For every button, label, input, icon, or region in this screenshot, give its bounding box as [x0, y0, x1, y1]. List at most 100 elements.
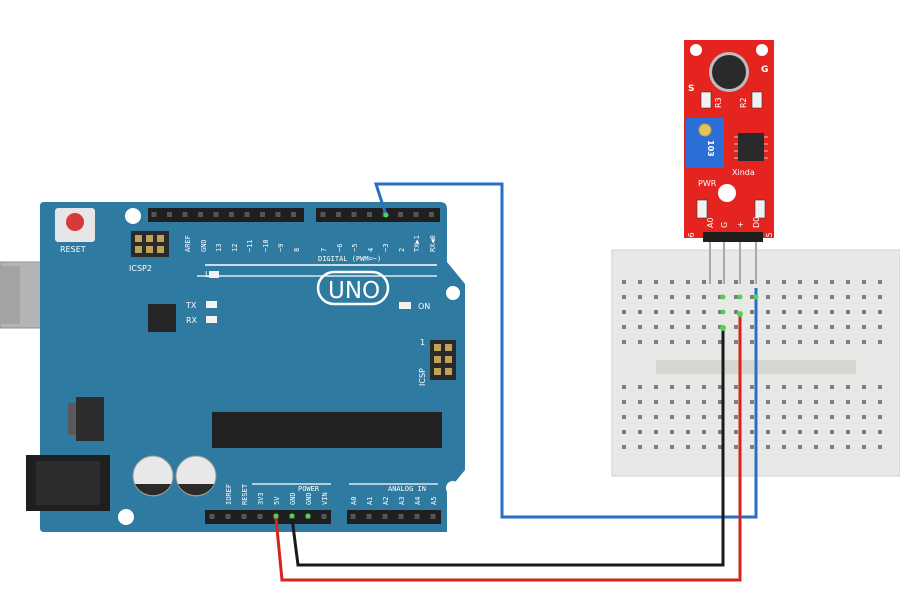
icsp-pin1-label: 1	[420, 338, 425, 347]
header-pin[interactable]	[275, 212, 281, 217]
connection-dot	[737, 294, 743, 300]
analog-header-pin[interactable]	[366, 514, 372, 519]
analog-header-pin[interactable]	[414, 514, 420, 519]
breadboard-hole	[638, 445, 642, 449]
breadboard-hole	[830, 340, 834, 344]
digital-pin-label: 13	[215, 244, 223, 252]
arduino-board-outline	[40, 202, 465, 532]
r3-label: R3	[714, 97, 723, 108]
breadboard-hole	[686, 385, 690, 389]
digital-pin-label: 4	[367, 248, 375, 252]
breadboard-hole	[654, 400, 658, 404]
header-pin[interactable]	[429, 212, 434, 217]
breadboard-hole	[846, 325, 850, 329]
connection-dot	[720, 309, 726, 315]
power-header-pin[interactable]	[257, 514, 263, 519]
breadboard-hole	[798, 325, 802, 329]
breadboard-hole	[734, 340, 738, 344]
breadboard-hole	[654, 430, 658, 434]
analog-header	[347, 510, 441, 524]
breadboard-hole	[702, 445, 706, 449]
breadboard-hole	[798, 430, 802, 434]
breadboard-hole	[878, 340, 882, 344]
header-pin[interactable]	[151, 212, 157, 217]
breadboard-hole	[862, 385, 866, 389]
analog-header-pin[interactable]	[430, 514, 436, 519]
reset-label: RESET	[60, 245, 86, 254]
on-led-label: ON	[418, 302, 430, 311]
breadboard-hole	[670, 400, 674, 404]
header-pin[interactable]	[167, 212, 172, 217]
power-header-pin[interactable]	[225, 514, 231, 519]
power-header-pin[interactable]	[209, 514, 215, 519]
icsp-header	[430, 340, 456, 380]
breadboard-hole	[654, 280, 658, 284]
breadboard-hole	[654, 445, 658, 449]
breadboard-hole	[654, 325, 658, 329]
rx-led	[206, 316, 217, 323]
breadboard-hole	[798, 445, 802, 449]
reset-button[interactable]	[55, 208, 95, 242]
breadboard-hole	[782, 325, 786, 329]
breadboard-hole	[702, 400, 706, 404]
header-pin[interactable]	[351, 212, 357, 217]
header-pin[interactable]	[398, 212, 403, 217]
breadboard-hole	[686, 325, 690, 329]
header-pin[interactable]	[336, 212, 341, 217]
breadboard-hole	[702, 280, 706, 284]
breadboard-hole	[734, 430, 738, 434]
breadboard-hole	[846, 445, 850, 449]
header-pin[interactable]	[198, 212, 203, 217]
breadboard-hole	[654, 340, 658, 344]
power-header	[205, 510, 331, 524]
header-pin[interactable]	[213, 212, 219, 217]
breadboard-hole	[638, 430, 642, 434]
breadboard-hole	[750, 295, 754, 299]
wire-end	[720, 325, 726, 331]
power-header-pin[interactable]	[321, 514, 327, 519]
header-pin[interactable]	[260, 212, 265, 217]
breadboard-hole	[670, 310, 674, 314]
header-pin[interactable]	[229, 212, 234, 217]
wire-blue-d3	[373, 182, 758, 519]
header-pin[interactable]	[413, 212, 419, 217]
breadboard-hole	[654, 310, 658, 314]
r2-label: R2	[739, 97, 748, 108]
digital-pin-label: ~10	[262, 239, 270, 252]
breadboard-hole	[622, 340, 626, 344]
breadboard-hole	[718, 430, 722, 434]
breadboard-hole	[782, 385, 786, 389]
mounting-hole	[718, 184, 736, 202]
breadboard-hole	[718, 340, 722, 344]
breadboard-hole	[878, 385, 882, 389]
power-pin-label: GND	[305, 492, 313, 505]
header-pin[interactable]	[291, 212, 296, 217]
breadboard-hole	[718, 280, 722, 284]
power-header-pin[interactable]	[241, 514, 247, 519]
breadboard-hole	[878, 415, 882, 419]
breadboard-hole	[670, 280, 674, 284]
analog-header-pin[interactable]	[350, 514, 356, 519]
analog-header-pin[interactable]	[398, 514, 404, 519]
breadboard-hole	[798, 400, 802, 404]
breadboard-hole	[830, 445, 834, 449]
breadboard-holes	[622, 280, 882, 449]
breadboard-hole	[846, 310, 850, 314]
wire-black-gnd	[290, 328, 725, 567]
wire-red-5v	[274, 314, 742, 582]
potentiometer[interactable]: 103	[686, 118, 724, 168]
breadboard-hole	[718, 385, 722, 389]
header-pin[interactable]	[320, 212, 326, 217]
header-pin[interactable]	[244, 212, 250, 217]
connection-dot	[383, 212, 389, 218]
breadboard-hole	[718, 295, 722, 299]
breadboard-hole	[702, 295, 706, 299]
header-pin[interactable]	[182, 212, 188, 217]
breadboard-hole	[846, 430, 850, 434]
header-pin[interactable]	[367, 212, 372, 217]
svg-text:UNO: UNO	[328, 278, 380, 304]
breadboard-hole	[782, 400, 786, 404]
breadboard-hole	[862, 445, 866, 449]
analog-header-pin[interactable]	[382, 514, 388, 519]
